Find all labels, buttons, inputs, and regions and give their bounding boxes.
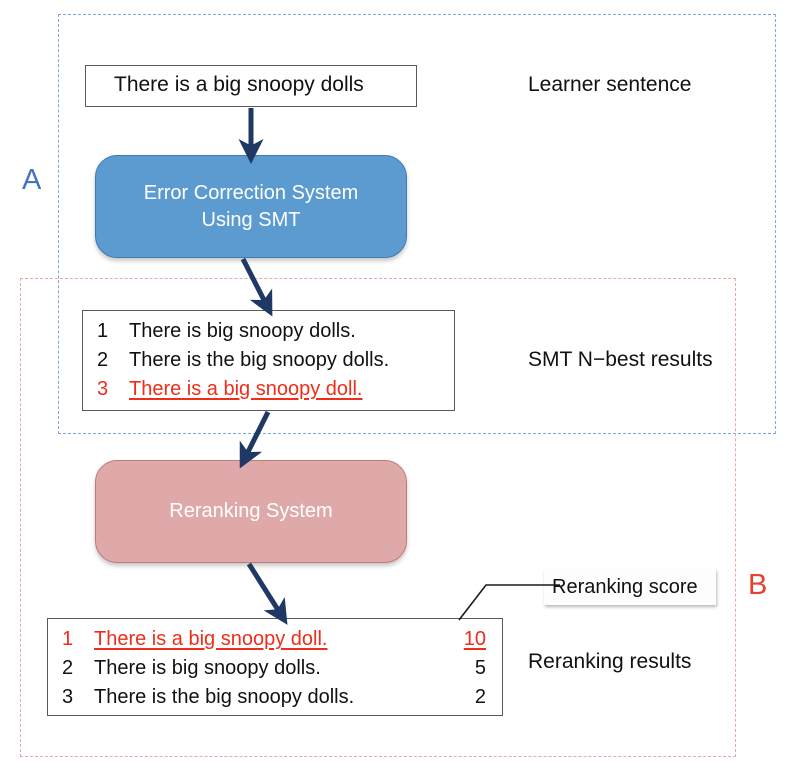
reranking-system-box: Reranking System xyxy=(95,460,407,563)
nbest-results-label: SMT N−best results xyxy=(528,348,713,371)
list-item-text: There is a big snoopy doll. xyxy=(129,378,363,400)
region-a-boundary xyxy=(58,14,776,434)
list-item: 1 There is big snoopy dolls. xyxy=(97,317,444,346)
smt-box-text: Error Correction System Using SMT xyxy=(144,180,359,234)
list-item-text: There is the big snoopy dolls. xyxy=(129,349,390,371)
list-item: 2 There is the big snoopy dolls. xyxy=(97,346,444,375)
list-item: 3 There is the big snoopy dolls. 2 xyxy=(62,683,492,712)
learner-sentence-label: Learner sentence xyxy=(528,73,692,96)
learner-sentence-text: There is a big snoopy dolls xyxy=(114,73,364,96)
region-b-boundary xyxy=(20,278,736,757)
nbest-results-list: 1 There is big snoopy dolls. 2 There is the… xyxy=(83,317,454,404)
list-item-score: 10 xyxy=(463,628,486,650)
learner-sentence-box: There is a big snoopy dolls xyxy=(85,65,417,107)
list-item-rank: 2 xyxy=(97,349,109,371)
list-item: 3 There is a big snoopy doll. xyxy=(97,375,444,404)
list-item-text: There is big snoopy dolls. xyxy=(94,657,321,679)
list-item-text: There is big snoopy dolls. xyxy=(129,320,356,342)
reranking-score-callout-text: Reranking score xyxy=(552,575,698,598)
smt-box-line1: Error Correction System xyxy=(143,181,359,204)
list-item-score: 5 xyxy=(474,657,486,679)
list-item-text: There is a big snoopy doll. xyxy=(94,628,328,650)
error-correction-system-box: Error Correction System Using SMT xyxy=(95,155,407,258)
list-item-rank: 1 xyxy=(97,320,109,342)
reranking-system-text: Reranking System xyxy=(169,500,333,522)
list-item-rank: 2 xyxy=(62,657,74,679)
reranking-results-label: Reranking results xyxy=(528,650,692,673)
reranking-score-callout: Reranking score xyxy=(544,569,716,605)
nbest-results-box: 1 There is big snoopy dolls. 2 There is the… xyxy=(82,310,455,411)
list-item-rank: 3 xyxy=(97,378,109,400)
smt-box-line2: Using SMT xyxy=(201,208,301,231)
list-item-score: 2 xyxy=(474,686,486,708)
list-item: 1 There is a big snoopy doll. 10 xyxy=(62,625,492,654)
list-item-text: There is the big snoopy dolls. xyxy=(94,686,355,708)
region-b-label: B xyxy=(748,569,768,601)
list-item-rank: 1 xyxy=(62,628,74,650)
list-item: 2 There is big snoopy dolls. 5 xyxy=(62,654,492,683)
region-a-label: A xyxy=(22,164,42,196)
list-item-rank: 3 xyxy=(62,686,74,708)
